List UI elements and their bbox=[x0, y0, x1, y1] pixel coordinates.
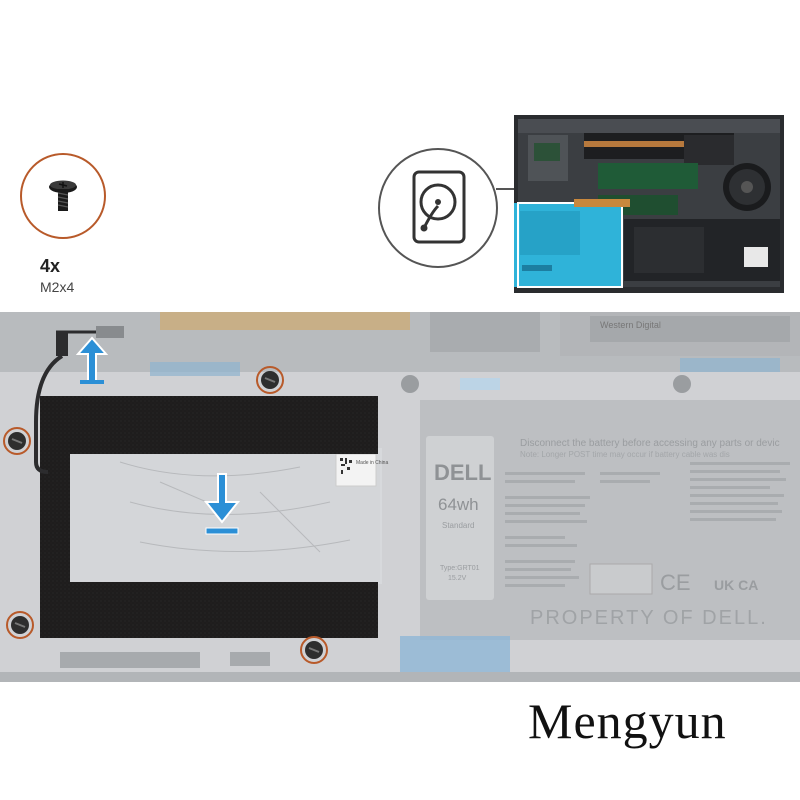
screw-spec: M2x4 bbox=[40, 279, 75, 295]
screw-top bbox=[256, 366, 284, 394]
battery-property-text: PROPERTY OF DELL. bbox=[530, 607, 768, 629]
screw-count: 4x bbox=[40, 256, 61, 276]
battery-capacity: 64wh bbox=[438, 495, 479, 514]
ukca-mark: UK CA bbox=[714, 577, 758, 593]
ssd-brand-label: Western Digital bbox=[600, 320, 661, 330]
hard-drive-icon bbox=[412, 170, 466, 244]
battery-type: Type:GRT01 bbox=[440, 565, 480, 572]
hdd-sticker-text: Made in China bbox=[356, 460, 388, 466]
arrow-up-icon bbox=[75, 336, 109, 384]
ce-mark: CE bbox=[660, 570, 691, 595]
battery-standard: Standard bbox=[442, 521, 474, 530]
screw-bottom bbox=[300, 636, 328, 664]
screw-callout-badge bbox=[20, 153, 106, 239]
hard-drive-icon-circle bbox=[378, 148, 498, 268]
arrow-down-icon bbox=[203, 473, 241, 535]
screw-icon bbox=[49, 180, 77, 211]
battery-voltage: 15.2V bbox=[448, 575, 467, 582]
battery-warning: Disconnect the battery before accessing … bbox=[520, 438, 780, 449]
screw-left bbox=[3, 427, 31, 455]
screw-bottom-left bbox=[6, 611, 34, 639]
battery-brand: DELL bbox=[434, 460, 491, 485]
hard-drive-install-photo: Western Digital DELL 64wh Standard Type:… bbox=[0, 312, 800, 682]
battery-warning-note: Note: Longer POST time may occur if batt… bbox=[520, 450, 730, 459]
laptop-overview-image bbox=[514, 115, 784, 293]
watermark-text: Mengyun bbox=[528, 693, 727, 749]
